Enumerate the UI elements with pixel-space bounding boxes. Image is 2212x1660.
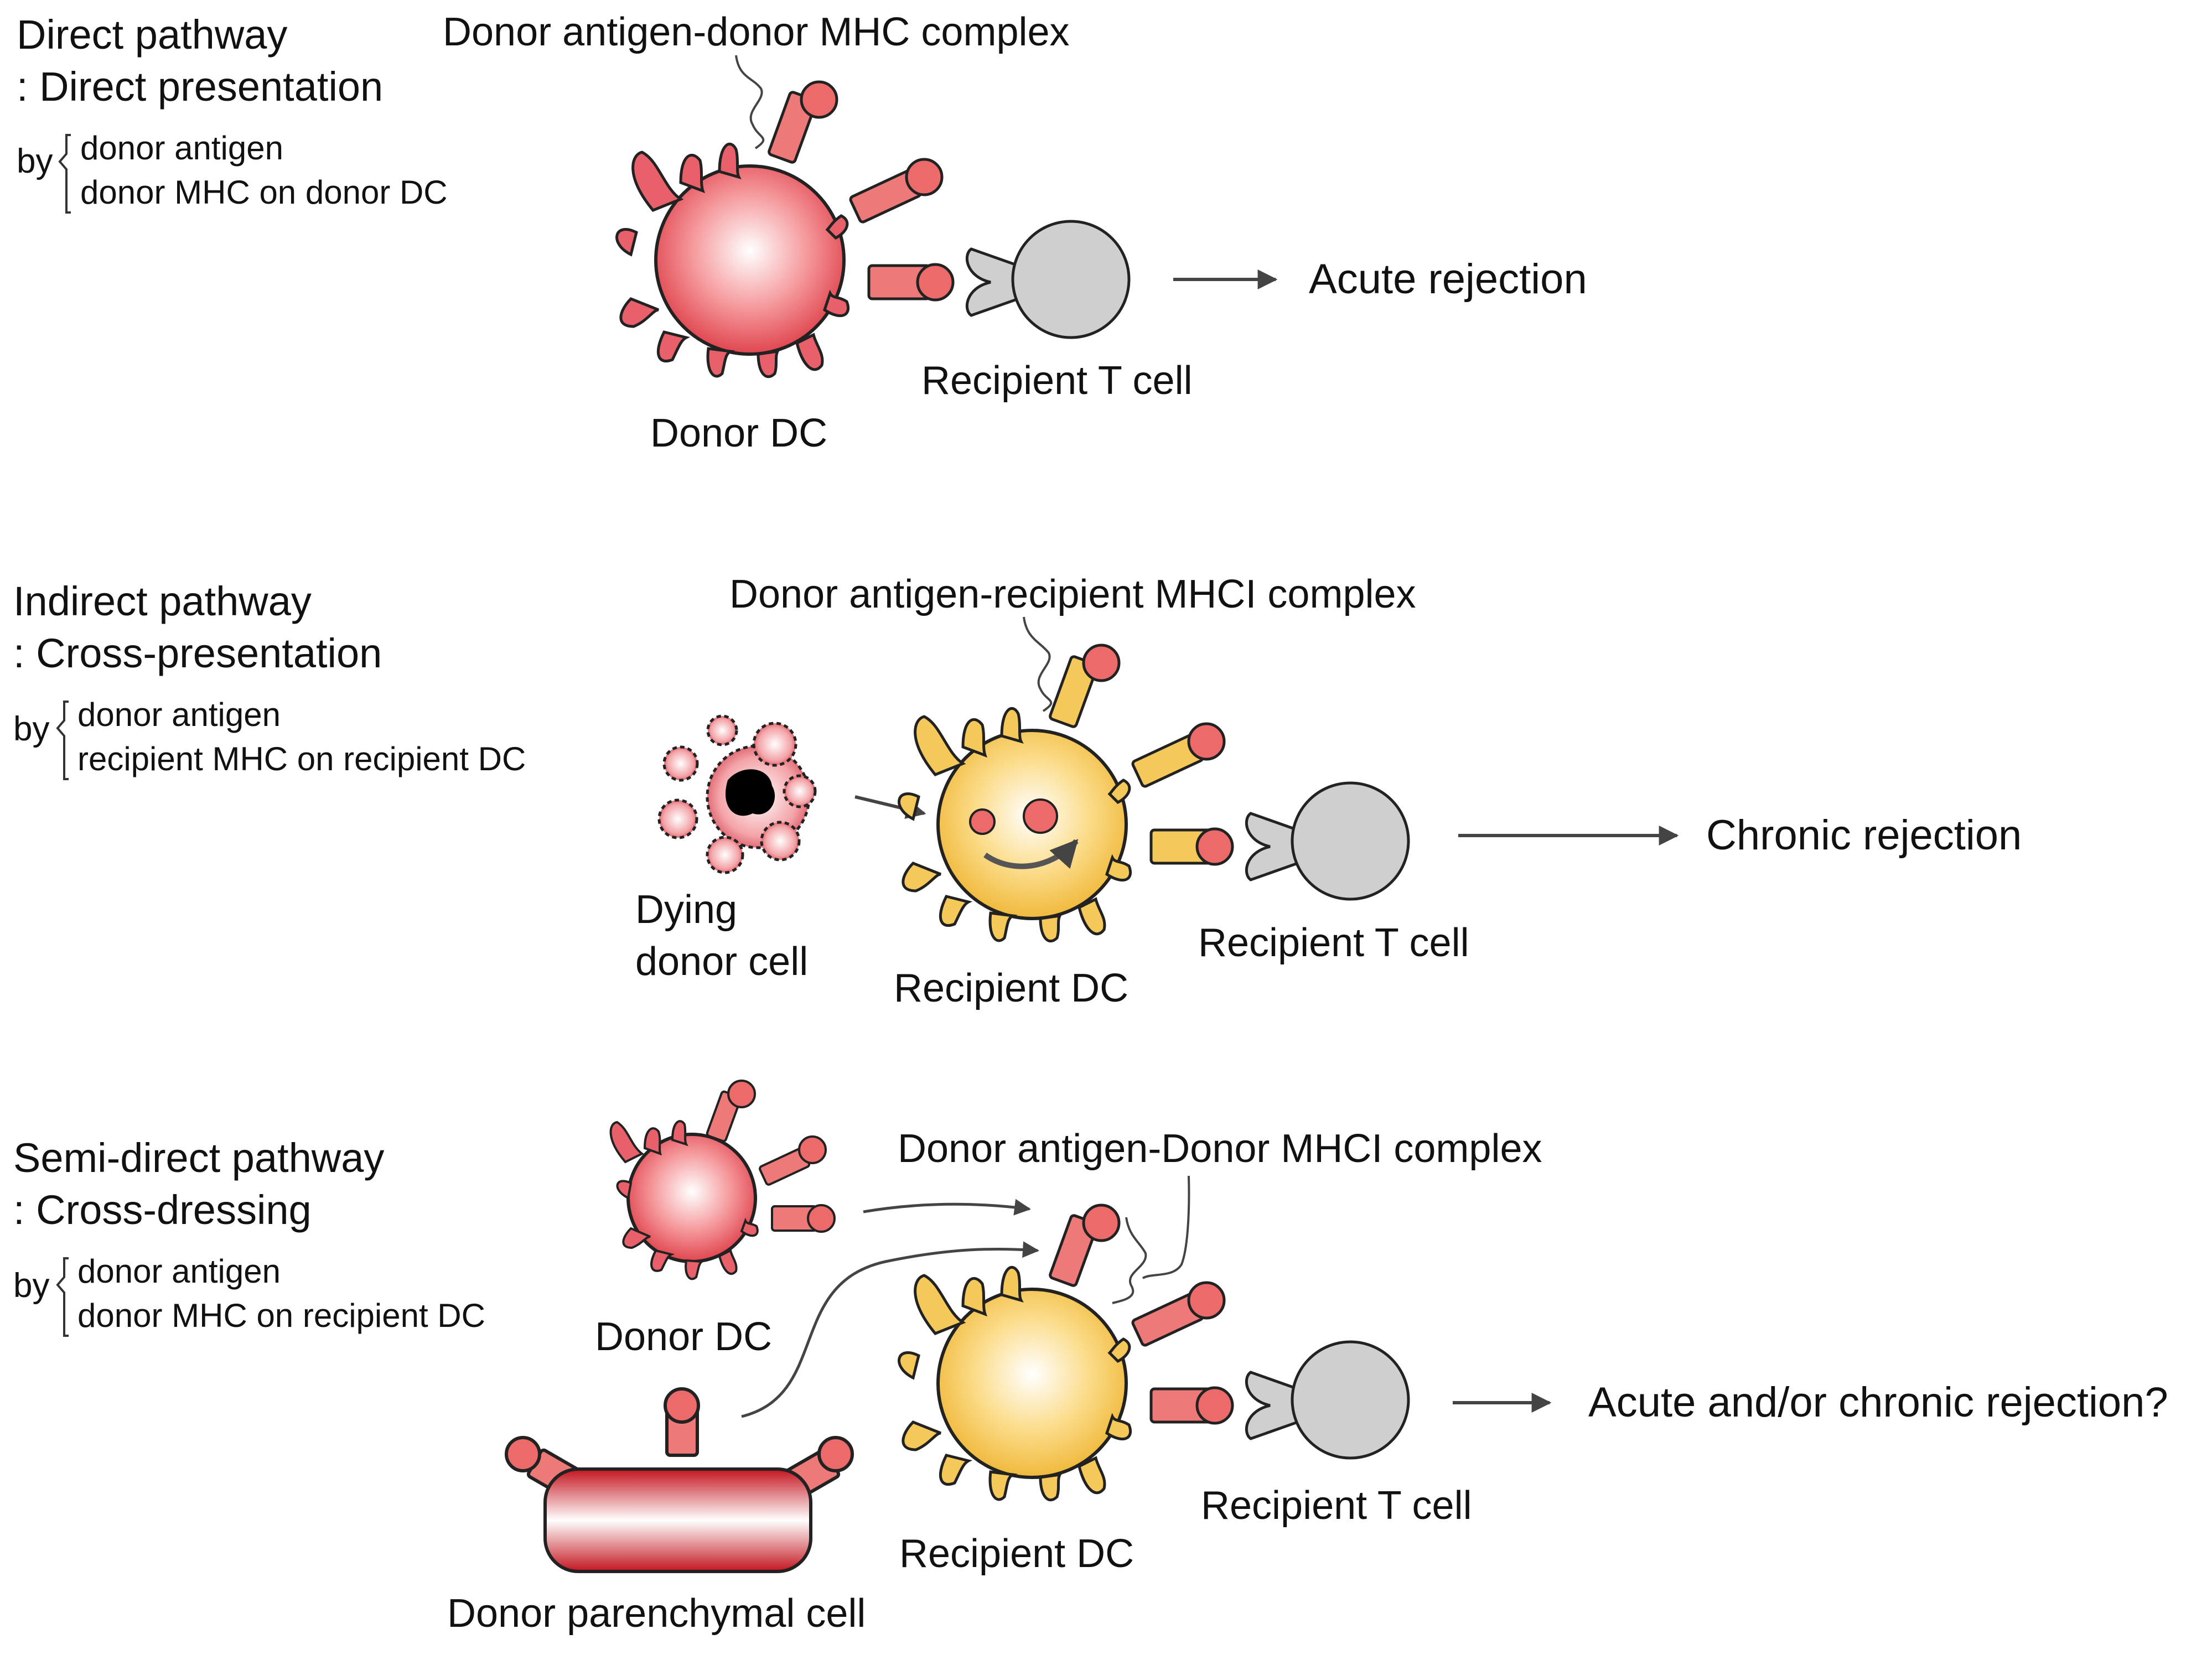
indirect-title: Indirect pathway — [13, 578, 312, 624]
transfer-arrow-from-parenchymal — [741, 1241, 1039, 1418]
indirect-complex-label: Donor antigen-recipient MHCI complex — [729, 572, 1416, 616]
semidirect-recipient-dc — [898, 1265, 1132, 1502]
semidirect-complex-brace — [1112, 1217, 1147, 1304]
indirect-brace — [56, 701, 69, 780]
indirect-by: by — [13, 710, 49, 748]
direct-outcome: Acute rejection — [1309, 256, 1587, 303]
semidirect-donor-dc-label: Donor DC — [595, 1315, 772, 1359]
semidirect-mhc-receptors — [1049, 1204, 1234, 1425]
donor-dc-cell — [615, 142, 850, 378]
semidirect-requirement-1: donor antigen — [77, 1253, 281, 1290]
direct-dc-label: Donor DC — [650, 411, 827, 455]
semidirect-complex-label: Donor antigen-Donor MHCI complex — [898, 1127, 1542, 1171]
donor-mhc-receptors — [768, 80, 955, 302]
direct-pathway-section: Direct pathway : Direct presentation by … — [17, 10, 1587, 455]
semidirect-pathway-section: Semi-direct pathway : Cross-dressing by … — [13, 1080, 2168, 1636]
semidirect-requirement-2: donor MHC on recipient DC — [77, 1297, 485, 1334]
indirect-mhc-receptors — [1049, 644, 1234, 866]
semidirect-donor-dc — [609, 1080, 836, 1280]
indirect-requirement-1: donor antigen — [77, 696, 281, 733]
dying-cell-label-2: donor cell — [635, 940, 808, 984]
direct-by: by — [17, 142, 53, 180]
semidirect-t-cell-label: Recipient T cell — [1201, 1483, 1472, 1528]
donor-parenchymal-cell — [505, 1387, 854, 1573]
semidirect-dc-label: Recipient DC — [899, 1532, 1134, 1576]
donor-parenchymal-label: Donor parenchymal cell — [447, 1591, 866, 1636]
semidirect-brace — [56, 1257, 69, 1337]
dying-cell-label-1: Dying — [635, 888, 737, 932]
dying-cell-nucleus — [726, 769, 775, 816]
semidirect-title: Semi-direct pathway — [13, 1135, 384, 1181]
direct-subtitle: : Direct presentation — [17, 64, 383, 110]
indirect-outcome: Chronic rejection — [1706, 812, 2022, 859]
semidirect-by: by — [13, 1267, 49, 1305]
direct-t-cell-label: Recipient T cell — [921, 359, 1193, 403]
direct-recipient-t-cell — [966, 220, 1131, 339]
semidirect-subtitle: : Cross-dressing — [13, 1187, 312, 1233]
indirect-subtitle: : Cross-presentation — [13, 630, 382, 676]
transfer-arrow-from-dc — [863, 1199, 1031, 1216]
direct-requirement-2: donor MHC on donor DC — [80, 174, 448, 211]
direct-brace — [58, 134, 71, 214]
semidirect-outcome: Acute and/or chronic rejection? — [1588, 1379, 2168, 1426]
direct-complex-pointer — [735, 55, 765, 149]
indirect-recipient-t-cell — [1245, 781, 1410, 901]
indirect-t-cell-label: Recipient T cell — [1198, 921, 1469, 965]
direct-complex-label: Donor antigen-donor MHC complex — [443, 10, 1070, 54]
semidirect-recipient-t-cell — [1245, 1340, 1410, 1460]
direct-title: Direct pathway — [17, 12, 287, 58]
indirect-pathway-section: Indirect pathway : Cross-presentation by… — [13, 572, 2022, 1010]
indirect-complex-pointer — [1023, 616, 1053, 712]
indirect-dc-label: Recipient DC — [894, 966, 1128, 1010]
indirect-recipient-dc — [898, 707, 1132, 943]
semidirect-complex-pointer — [1142, 1175, 1190, 1279]
indirect-requirement-2: recipient MHC on recipient DC — [77, 740, 526, 777]
direct-requirement-1: donor antigen — [80, 129, 283, 167]
